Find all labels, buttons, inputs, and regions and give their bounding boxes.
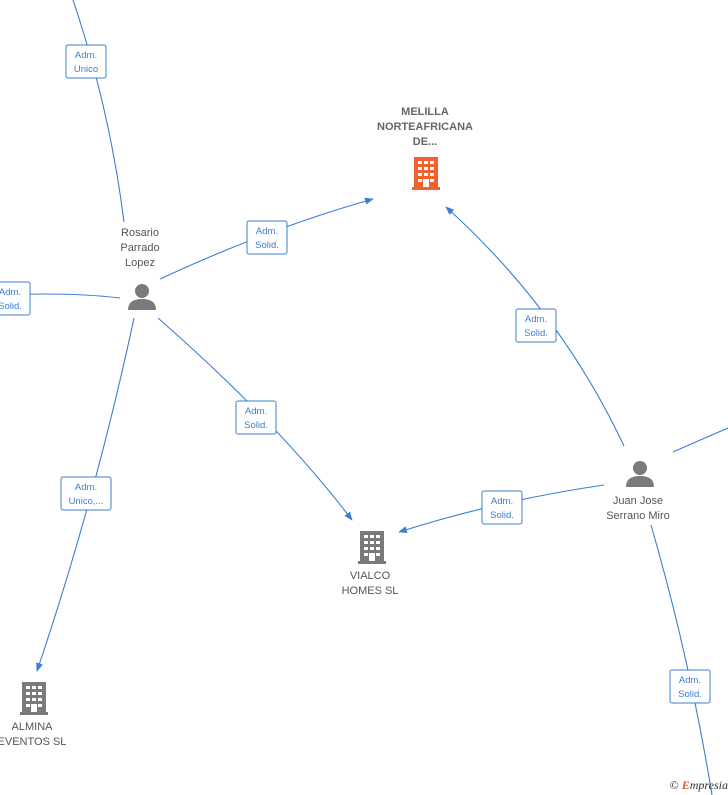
edge-label-left: Adm. Solid.: [0, 281, 31, 316]
edge-label-top-left: Adm. Unico: [65, 44, 107, 79]
edge-label-rosario-melilla: Adm. Solid.: [246, 220, 288, 255]
brand-credit: © Empresia: [670, 778, 728, 793]
edge-label-rosario-vialco: Adm. Solid.: [235, 400, 277, 435]
edge-juan-bottom: [650, 524, 713, 795]
edge-label-juan-vialco: Adm. Solid.: [481, 490, 523, 525]
person-label-juan[interactable]: Juan Jose Serrano Miro: [606, 495, 670, 522]
edge-label-line: Solid.: [0, 301, 22, 312]
edge-label-line: Solid.: [255, 240, 279, 251]
building-icon[interactable]: [20, 682, 48, 715]
edge-label-line: Solid.: [524, 328, 548, 339]
person-icon[interactable]: [626, 461, 654, 487]
edge-label-line: Adm.: [75, 482, 97, 493]
building-icon[interactable]: [412, 157, 440, 190]
person-label-rosario[interactable]: Rosario Parrado Lopez: [120, 227, 160, 269]
edge-label-line: Adm.: [245, 406, 267, 417]
copyright-symbol: ©: [669, 778, 679, 792]
edge-label-line: Adm.: [256, 226, 278, 237]
edge-label-line: Solid.: [678, 689, 702, 700]
edge-label-line: Adm.: [679, 675, 701, 686]
edge-label-line: Solid.: [244, 420, 268, 431]
edge-juan-right: [672, 427, 728, 453]
edge-label-rosario-almina: Adm. Unico,...: [60, 476, 112, 511]
edge-label-line: Adm.: [0, 287, 21, 298]
edge-label-line: Unico: [74, 64, 98, 75]
building-icon[interactable]: [358, 531, 386, 564]
person-icon[interactable]: [128, 284, 156, 310]
edge-label-line: Adm.: [491, 496, 513, 507]
company-label-almina[interactable]: ALMINA EVENTOS SL: [0, 721, 67, 748]
edge-label-line: Adm.: [525, 314, 547, 325]
edge-label-juan-bottom: Adm. Solid.: [669, 669, 711, 704]
edge-label-juan-melilla: Adm. Solid.: [515, 308, 557, 343]
company-label-melilla[interactable]: MELILLA NORTEAFRICANA DE...: [377, 106, 473, 148]
edge-label-line: Adm.: [75, 50, 97, 61]
brand-name: mpresia: [689, 778, 728, 792]
edge-label-line: Solid.: [490, 510, 514, 521]
company-label-vialco[interactable]: VIALCO HOMES SL: [341, 570, 399, 597]
brand-initial: E: [681, 778, 690, 792]
edge-label-line: Unico,...: [69, 496, 104, 507]
edge-top-left: [72, 0, 125, 223]
